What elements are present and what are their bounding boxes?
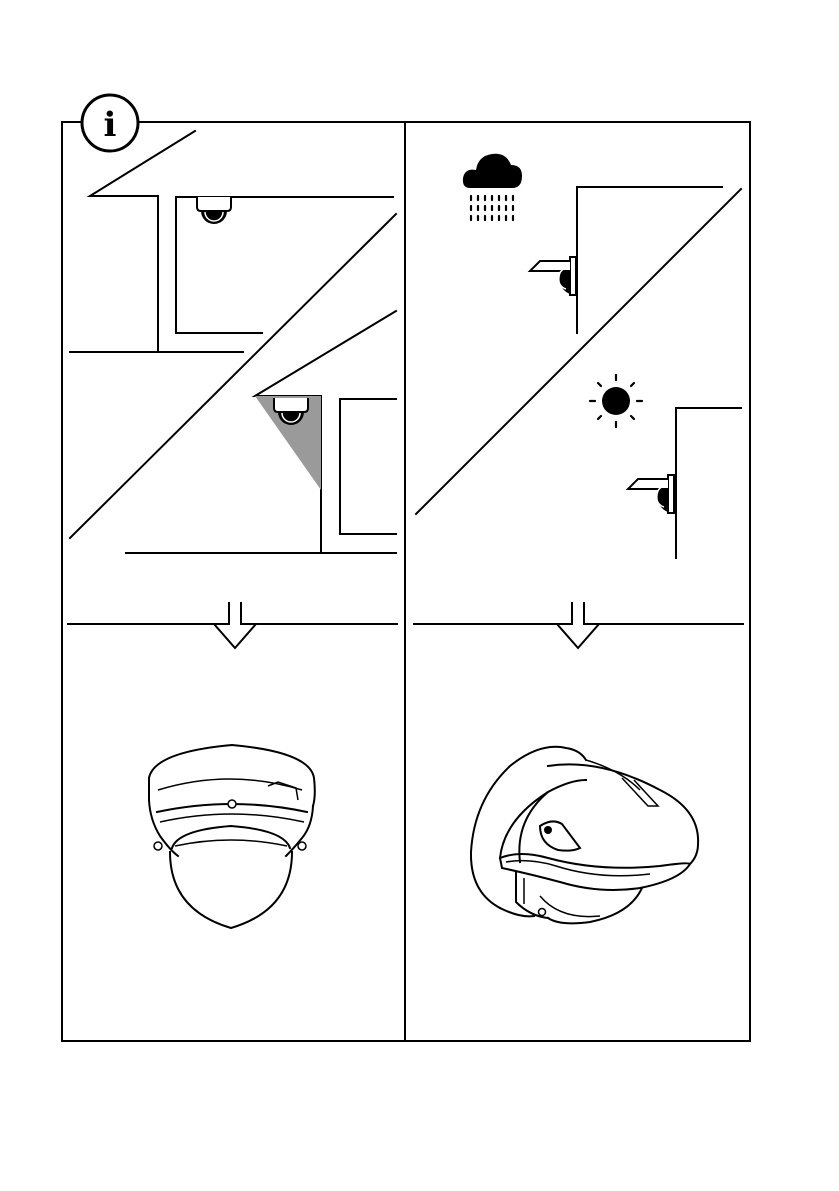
rain-cloud-icon: [463, 154, 522, 220]
outer-frame: [62, 122, 750, 1041]
dome-camera-small-icon: [197, 197, 231, 224]
sun-icon: [590, 375, 642, 427]
down-arrow-icon: [214, 603, 256, 648]
weathershield-camera-illustration: [471, 747, 698, 924]
wall-camera-small-icon: [530, 257, 576, 295]
indoor-ceiling-scene: [70, 131, 396, 553]
svg-text:i: i: [104, 105, 117, 145]
outdoor-wall-scene: [416, 187, 741, 558]
info-icon: i: [82, 95, 138, 151]
wall-camera-small-icon: [628, 475, 674, 513]
down-arrow-icon: [557, 603, 599, 648]
dome-camera-illustration: [149, 745, 315, 928]
